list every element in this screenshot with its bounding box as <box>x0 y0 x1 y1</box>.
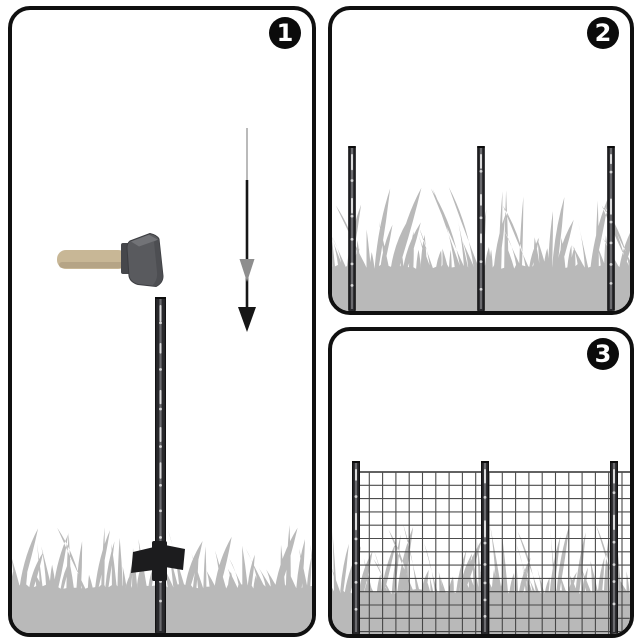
step-number-badge: 2 <box>587 17 619 49</box>
fence-post-icon <box>352 461 360 634</box>
step-panel-3: 3 <box>328 327 634 638</box>
fence-post-icon <box>477 146 485 311</box>
step-panel-1: 1 <box>8 6 316 637</box>
sledgehammer-icon <box>57 233 164 287</box>
step-1-illustration <box>12 128 312 633</box>
wire-mesh-grid <box>355 471 630 634</box>
step-2-illustration <box>332 146 630 311</box>
step-number-badge: 3 <box>587 338 619 370</box>
fence-post-icon <box>610 461 618 634</box>
down-arrow-icon <box>238 128 256 332</box>
fence-post-icon <box>155 297 166 633</box>
fence-post-icon <box>481 461 489 634</box>
step-number-badge: 1 <box>269 17 301 49</box>
fence-post-icon <box>348 146 356 311</box>
step-panel-2: 2 <box>328 6 634 315</box>
step-bracket-icon <box>131 541 185 581</box>
fence-post-icon <box>607 146 615 311</box>
step-3-illustration <box>332 461 630 634</box>
